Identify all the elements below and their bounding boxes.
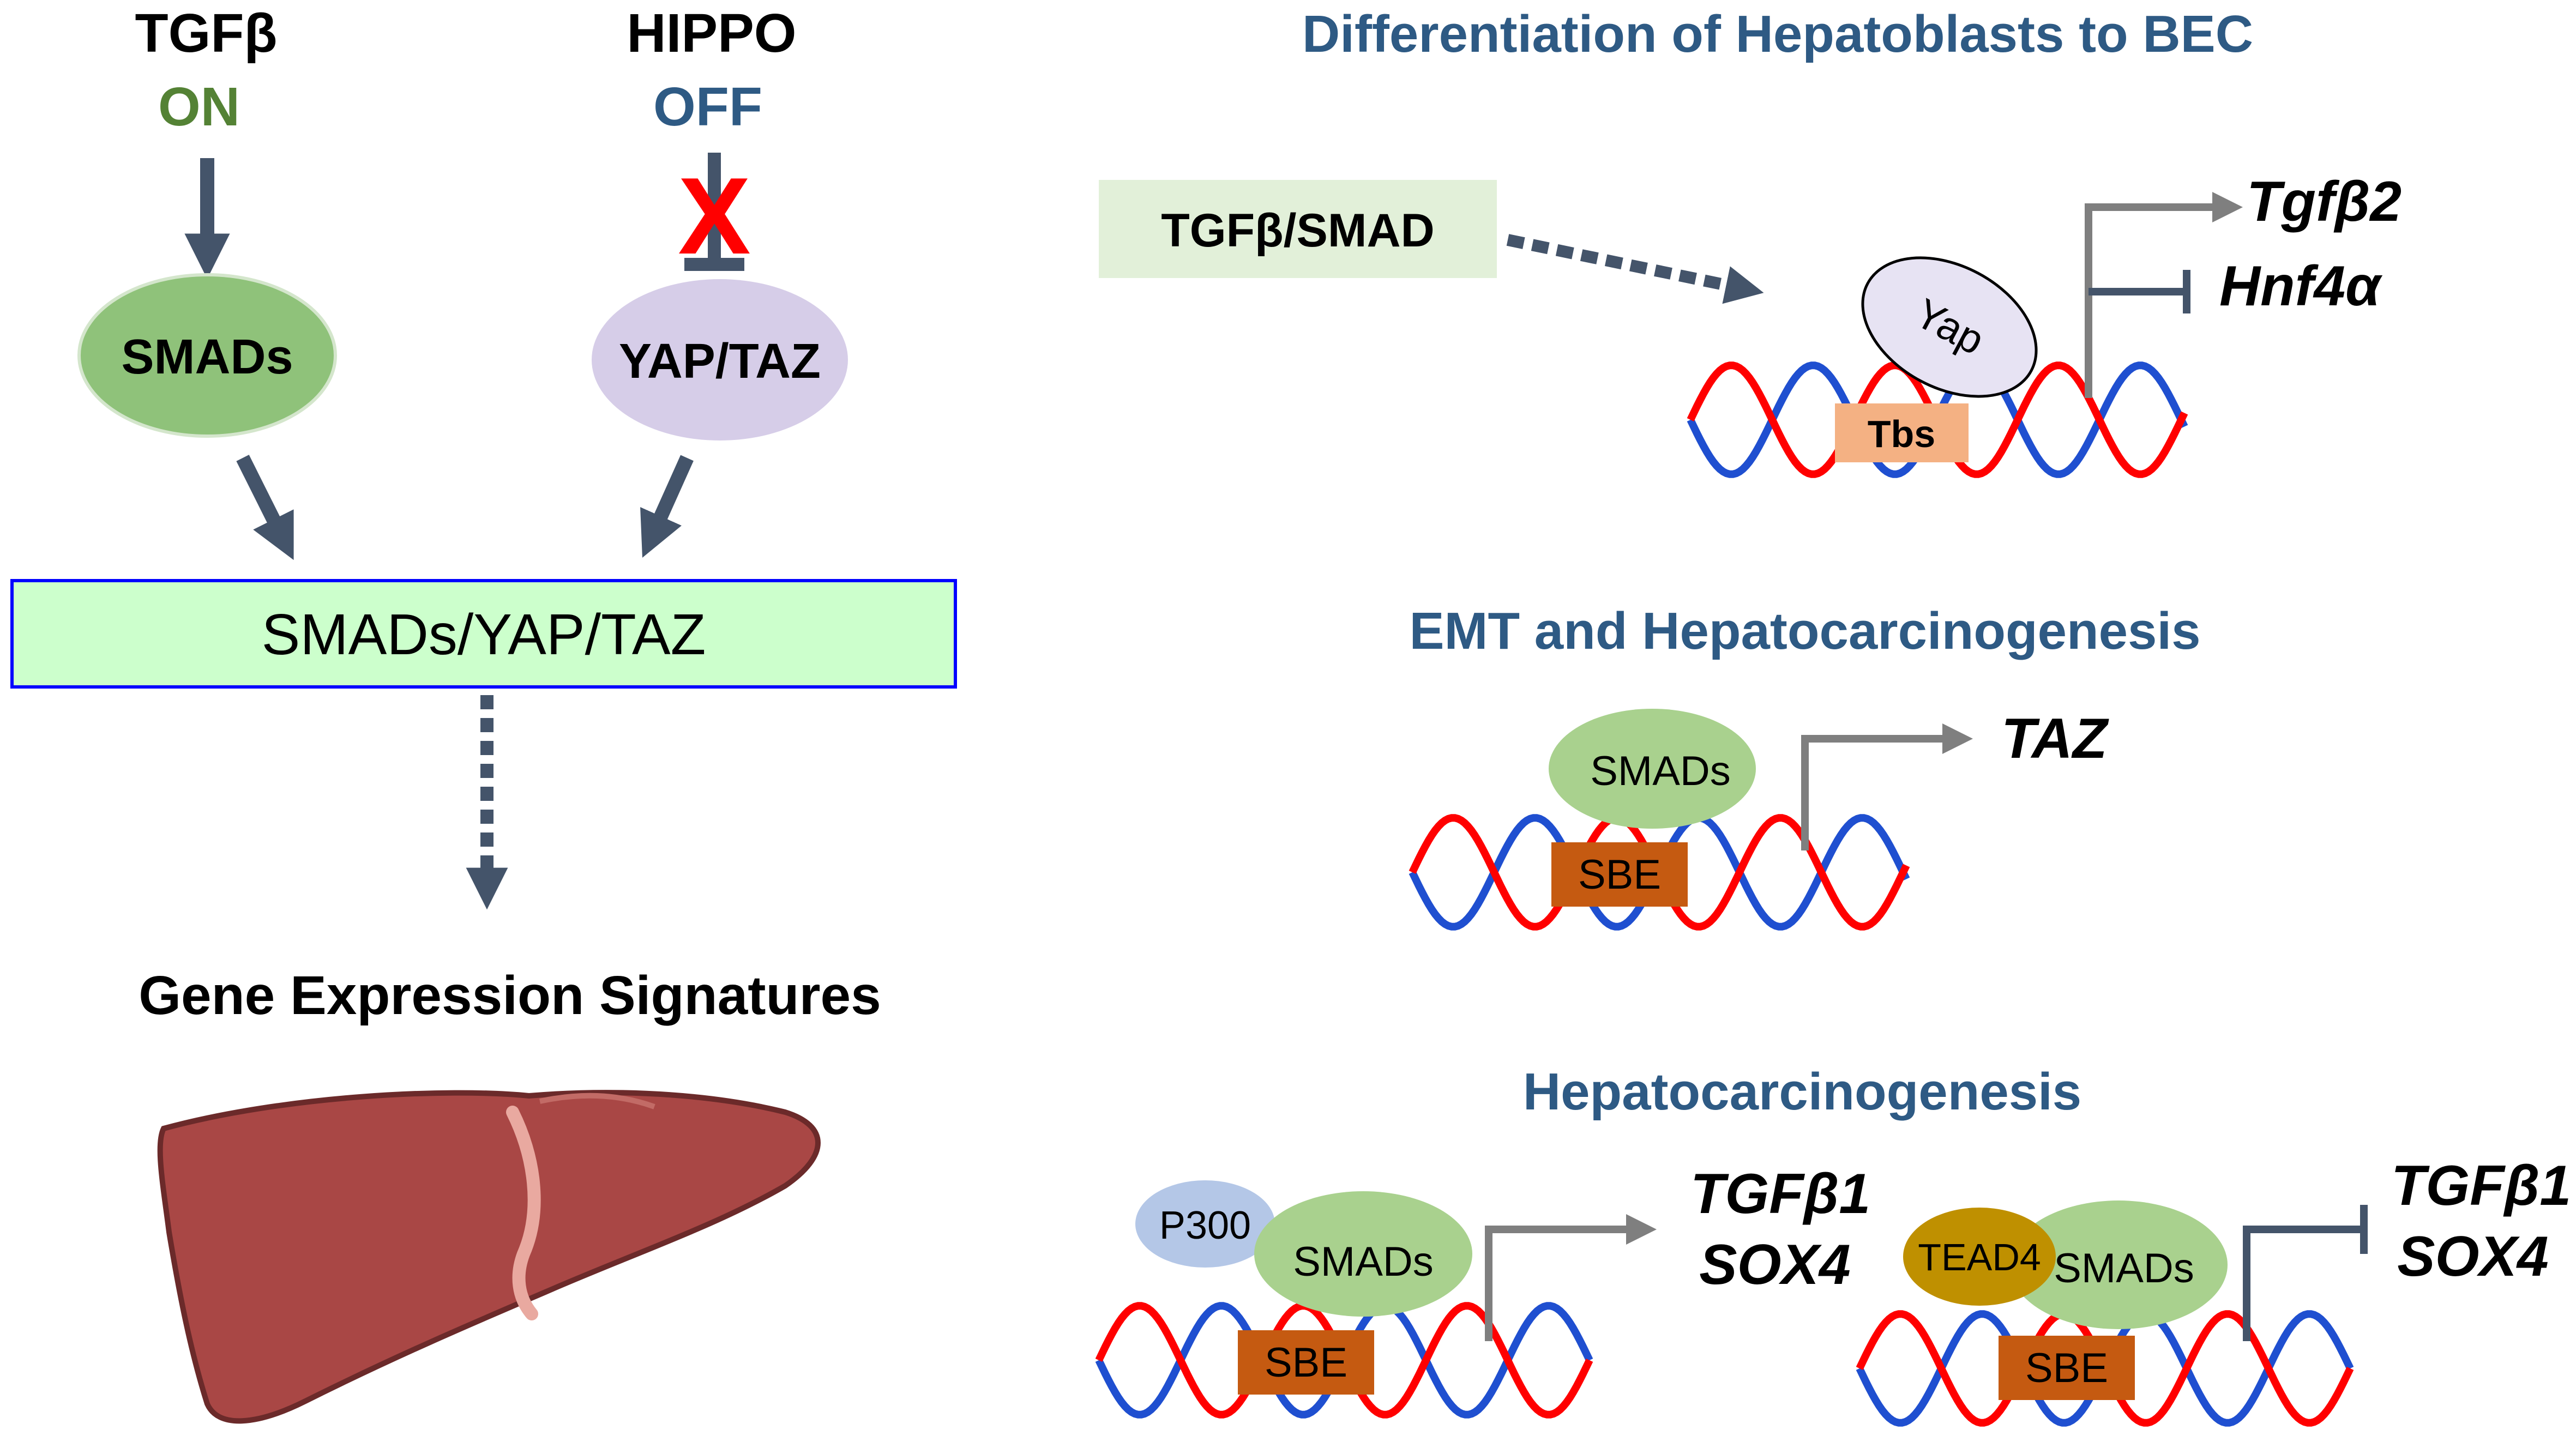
- tss-emt: [1801, 723, 1973, 850]
- smads-node: SMADs: [77, 273, 337, 438]
- tgfb-smad-input-box: TGFβ/SMAD: [1099, 180, 1497, 278]
- gene-tgfb2: Tgfβ2: [2247, 170, 2402, 233]
- smads-hcc-right-node: SMADs: [2009, 1200, 2228, 1329]
- gene-sox4-left: SOX4: [1699, 1233, 1850, 1296]
- bec-title: Differentiation of Hepatoblasts to BEC: [1302, 5, 2253, 63]
- gene-hnf4a: Hnf4α: [2219, 255, 2383, 318]
- gene-tgfb1-left: TGFβ1: [1690, 1162, 1870, 1226]
- tead4-label: TEAD4: [1918, 1236, 2041, 1278]
- gene-expression-label: Gene Expression Signatures: [139, 965, 881, 1026]
- smads-emt-node: SMADs: [1549, 709, 1756, 829]
- tgfb-smad-input-label: TGFβ/SMAD: [1161, 204, 1435, 257]
- gene-taz: TAZ: [2001, 707, 2109, 770]
- p300-label: P300: [1159, 1204, 1251, 1247]
- sbe-hcc-right-box: SBE: [1999, 1336, 2135, 1400]
- tead4-node: TEAD4: [1903, 1208, 2056, 1306]
- hcc-title: Hepatocarcinogenesis: [1523, 1063, 2081, 1121]
- yaptaz-node-label: YAP/TAZ: [619, 334, 821, 389]
- block-x-icon: X: [678, 155, 750, 277]
- gene-sox4-right: SOX4: [2397, 1225, 2548, 1288]
- tss-hcc-right: [2243, 1205, 2368, 1341]
- tbs-site-box: Tbs: [1835, 403, 1969, 462]
- tgfb-label: TGFβ: [135, 3, 278, 64]
- smads-hcc-left-label: SMADs: [1293, 1239, 1434, 1285]
- hippo-inhibition-blocked: [684, 153, 744, 271]
- yaptaz-to-complex-arrow: [640, 455, 694, 558]
- liver-icon: [157, 1090, 821, 1424]
- tbs-site-label: Tbs: [1868, 413, 1935, 455]
- sbe-hcc-left-label: SBE: [1265, 1340, 1347, 1386]
- smads-emt-label: SMADs: [1590, 748, 1731, 794]
- smads-node-label: SMADs: [121, 330, 293, 384]
- smads-hcc-right-label: SMADs: [2054, 1245, 2194, 1292]
- complex-box: SMADs/YAP/TAZ: [10, 579, 957, 689]
- smads-hcc-left-node: SMADs: [1254, 1191, 1472, 1317]
- gene-tgfb1-right: TGFβ1: [2391, 1154, 2571, 1217]
- yaptaz-node: YAP/TAZ: [592, 279, 848, 441]
- sbe-emt-box: SBE: [1551, 842, 1688, 907]
- complex-label: SMADs/YAP/TAZ: [262, 602, 706, 667]
- tgfb-state-on: ON: [158, 76, 240, 137]
- sbe-hcc-right-label: SBE: [2025, 1345, 2108, 1391]
- tss-hcc-left: [1485, 1214, 1657, 1341]
- input-to-yap-dotted-arrow: [1506, 234, 1764, 304]
- emt-title: EMT and Hepatocarcinogenesis: [1409, 602, 2200, 660]
- tss-bec: [2085, 192, 2243, 398]
- hippo-label: HIPPO: [627, 3, 796, 64]
- p300-node: P300: [1135, 1180, 1275, 1268]
- sbe-emt-label: SBE: [1578, 852, 1661, 898]
- yap-node: Yap: [1861, 256, 2038, 398]
- hippo-state-off: OFF: [653, 76, 762, 137]
- sbe-hcc-left-box: SBE: [1238, 1330, 1374, 1395]
- smads-to-complex-arrow: [236, 455, 294, 560]
